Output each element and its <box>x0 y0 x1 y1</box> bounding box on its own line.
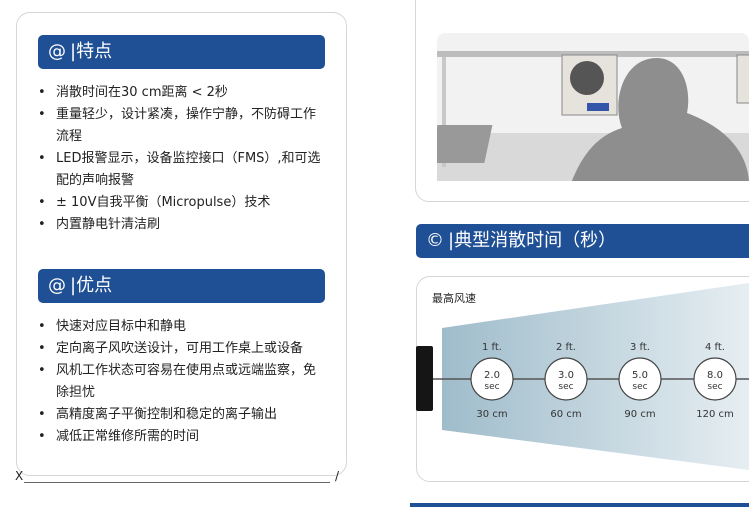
decay-time-unit: sec <box>484 382 499 392</box>
distance-cm-label: 30 cm <box>476 409 507 420</box>
decay-circle <box>618 357 662 401</box>
decay-time-value: 3.0 <box>558 370 574 381</box>
list-item: 消散时间在30 cm距离 < 2秒 <box>38 82 323 104</box>
bottom-accent <box>410 503 749 507</box>
list-item: 减低正常维修所需的时间 <box>38 426 323 448</box>
distance-cm-label: 120 cm <box>696 409 734 420</box>
decay-header: ©|典型消散时间（秒） <box>416 224 749 258</box>
airflow-cone <box>442 283 749 470</box>
list-item: ± 10V自我平衡（Micropulse）技术 <box>38 192 323 214</box>
decay-circle <box>470 357 514 401</box>
decay-time-unit: sec <box>707 382 722 392</box>
list-item: 定向离子风吹送设计，可用工作桌上或设备 <box>38 338 323 360</box>
list-item: LED报警显示，设备监控接口（FMS）,和可选配的声响报警 <box>38 148 323 192</box>
decay-title: |典型消散时间（秒） <box>448 230 617 251</box>
advantages-list: 快速对应目标中和静电 定向离子风吹送设计，可用工作桌上或设备 风机工作状态可容易… <box>38 316 323 448</box>
list-item: 高精度离子平衡控制和稳定的离子输出 <box>38 404 323 426</box>
decay-time-value: 8.0 <box>707 370 723 381</box>
list-item: 快速对应目标中和静电 <box>38 316 323 338</box>
signature-prefix: X <box>15 469 24 483</box>
distance-ft-label: 1 ft. <box>482 342 502 353</box>
speed-label: 最高风速 <box>432 292 476 305</box>
advantages-title: |优点 <box>70 275 113 296</box>
signature-line[interactable] <box>24 482 330 483</box>
list-item: 风机工作状态可容易在使用点或远端监察，免除担忧 <box>38 360 323 404</box>
list-item: 内置静电针清洁刷 <box>38 214 323 236</box>
list-item: 重量轻少，设计紧凑，操作宁静，不防碍工作流程 <box>38 104 323 148</box>
ionizer-workbench-illustration <box>437 33 749 181</box>
copyright-icon: © <box>426 230 444 251</box>
features-header: @|特点 <box>38 35 325 69</box>
advantages-header: @|优点 <box>38 269 325 303</box>
distance-ft-label: 4 ft. <box>705 342 725 353</box>
decay-time-value: 2.0 <box>484 370 500 381</box>
decay-circle <box>544 357 588 401</box>
signature-suffix: / <box>335 469 340 483</box>
distance-ft-label: 2 ft. <box>556 342 576 353</box>
decay-time-unit: sec <box>632 382 647 392</box>
distance-ft-label: 3 ft. <box>630 342 650 353</box>
at-icon: @ <box>48 41 66 62</box>
decay-time-value: 5.0 <box>632 370 648 381</box>
ionizer-block <box>416 346 433 411</box>
decay-circle <box>693 357 737 401</box>
at-icon: @ <box>48 275 66 296</box>
features-list: 消散时间在30 cm距离 < 2秒 重量轻少，设计紧凑，操作宁静，不防碍工作流程… <box>38 82 323 236</box>
distance-cm-label: 60 cm <box>550 409 581 420</box>
features-title: |特点 <box>70 41 113 62</box>
distance-cm-label: 90 cm <box>624 409 655 420</box>
decay-time-unit: sec <box>558 382 573 392</box>
